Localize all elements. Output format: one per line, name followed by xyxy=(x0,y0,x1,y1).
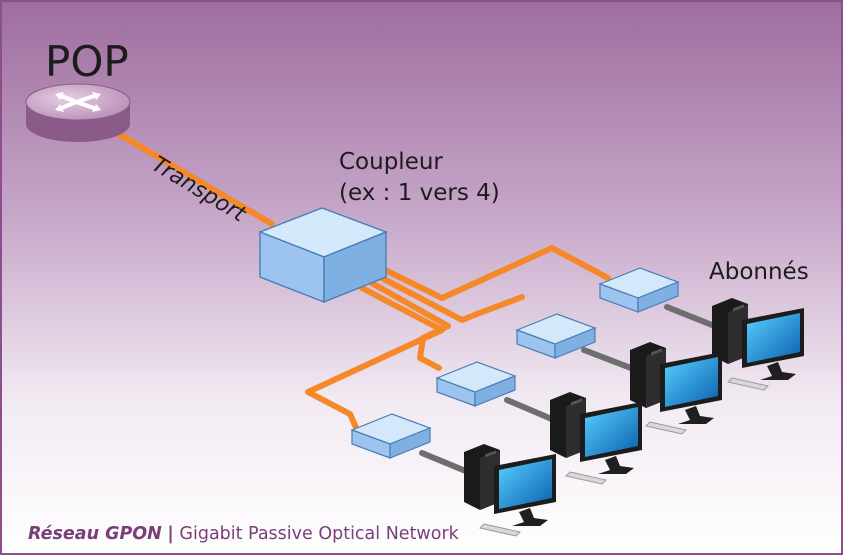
coupler-label: Coupleur (ex : 1 vers 4) xyxy=(339,149,500,206)
drop-cable-2 xyxy=(581,347,639,373)
caption: Réseau GPON | Gigabit Passive Optical Ne… xyxy=(28,522,459,546)
caption-separator: | xyxy=(167,524,174,544)
fiber-branch-4 xyxy=(305,285,445,433)
coupler-box xyxy=(258,207,388,304)
caption-title: Réseau GPON xyxy=(28,524,162,544)
drop-cables xyxy=(419,304,720,475)
caption-subtitle: Gigabit Passive Optical Network xyxy=(179,524,459,544)
drop-cable-3 xyxy=(504,397,557,423)
fiber-branch-2 xyxy=(375,273,525,323)
pop-label: POP xyxy=(45,37,129,86)
transport-fiber xyxy=(104,124,275,227)
fiber-branch-1 xyxy=(382,245,611,301)
subscribers-label: Abonnés xyxy=(709,259,809,285)
fiber-links xyxy=(104,124,611,433)
drop-cable-4 xyxy=(419,450,471,475)
drop-cable-1 xyxy=(664,304,720,330)
router-icon xyxy=(25,83,131,142)
